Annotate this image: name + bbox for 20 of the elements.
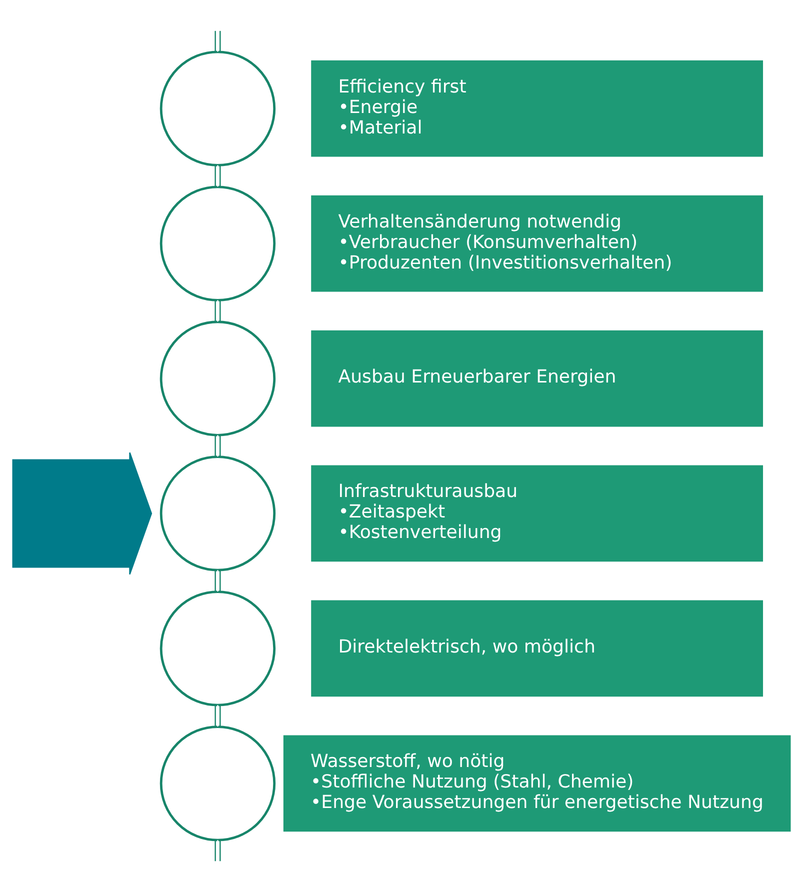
node-circle (160, 186, 276, 302)
connector (214, 300, 221, 322)
connector (214, 30, 216, 52)
node-circle (160, 456, 276, 572)
node-arrow (12, 452, 152, 575)
node-box: Ausbau Erneuerbarer Energien (311, 330, 764, 427)
connector (214, 840, 216, 862)
node-circle (160, 320, 276, 436)
node-circle (160, 50, 276, 166)
node-box: Wasserstoff, wo nötig •Stoffliche Nutzung (Stahl, Chemie) •Enge Voraussetzungen für energetische Nutzung (283, 735, 791, 832)
connector (214, 570, 221, 592)
node-box: Infrastrukturausbau •Zeitaspekt •Kostenverteilung (311, 465, 764, 562)
connector (214, 705, 221, 726)
node-box: Direktelektrisch, wo möglich (311, 600, 764, 697)
connector (214, 165, 221, 187)
node-circle (160, 726, 276, 842)
connector (214, 435, 221, 457)
node-box: Verhaltensänderung notwendig •Verbraucher (Konsumverhalten) •Produzenten (Investitionsverhalten) (311, 195, 764, 292)
node-box: Efficiency first •Energie •Material (311, 60, 764, 157)
node-circle (160, 590, 276, 706)
